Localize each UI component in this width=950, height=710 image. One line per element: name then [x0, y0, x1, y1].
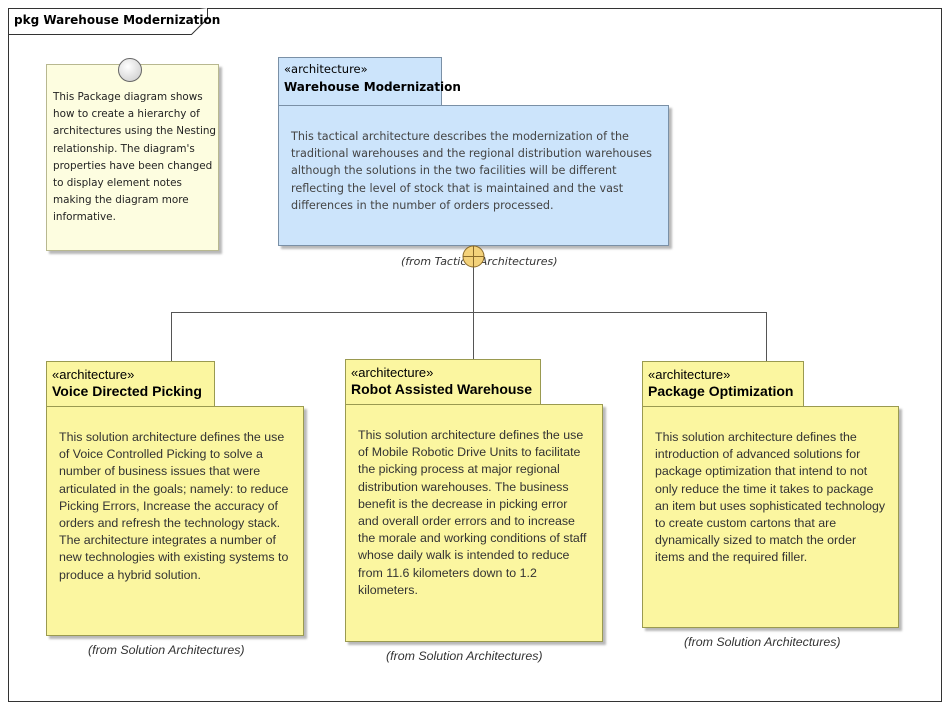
package-name: Robot Assisted Warehouse [351, 381, 532, 397]
package-origin-label: (from Solution Architectures) [386, 649, 543, 663]
frame-title: pkg Warehouse Modernization [14, 13, 221, 27]
note-text: This Package diagram shows how to create… [53, 91, 217, 224]
package-package-optimization-body[interactable]: This solution architecture defines the i… [642, 406, 899, 628]
package-notes: This tactical architecture describes the… [291, 130, 652, 212]
package-name: Warehouse Modernization [284, 80, 461, 94]
package-name: Voice Directed Picking [52, 383, 202, 399]
diagram-frame [8, 8, 942, 702]
package-stereotype: «architecture» [351, 365, 434, 380]
package-origin-label: (from Solution Architectures) [684, 635, 841, 649]
package-stereotype: «architecture» [284, 62, 368, 76]
package-warehouse-modernization-tab[interactable]: «architecture» Warehouse Modernization [278, 57, 461, 106]
package-stereotype: «architecture» [52, 367, 135, 382]
package-voice-directed-picking-body[interactable]: This solution architecture defines the u… [46, 406, 304, 636]
package-notes: This solution architecture defines the u… [59, 430, 289, 582]
package-name: Package Optimization [648, 383, 794, 399]
frame-tab: pkg Warehouse Modernization [8, 8, 220, 35]
package-origin-label: (from Solution Architectures) [88, 643, 245, 657]
package-notes: This solution architecture defines the u… [358, 428, 587, 597]
frame-tab-outline [8, 8, 208, 35]
package-robot-assisted-warehouse-body[interactable]: This solution architecture defines the u… [345, 404, 603, 642]
package-warehouse-modernization-body[interactable]: This tactical architecture describes the… [278, 105, 669, 246]
package-robot-assisted-warehouse-tab[interactable]: «architecture» Robot Assisted Warehouse [345, 359, 541, 405]
package-stereotype: «architecture» [648, 367, 731, 382]
package-package-optimization-tab[interactable]: «architecture» Package Optimization [642, 361, 804, 407]
package-voice-directed-picking-tab[interactable]: «architecture» Voice Directed Picking [46, 361, 215, 407]
package-notes: This solution architecture defines the i… [655, 430, 886, 565]
note-anchor-icon [118, 58, 142, 82]
